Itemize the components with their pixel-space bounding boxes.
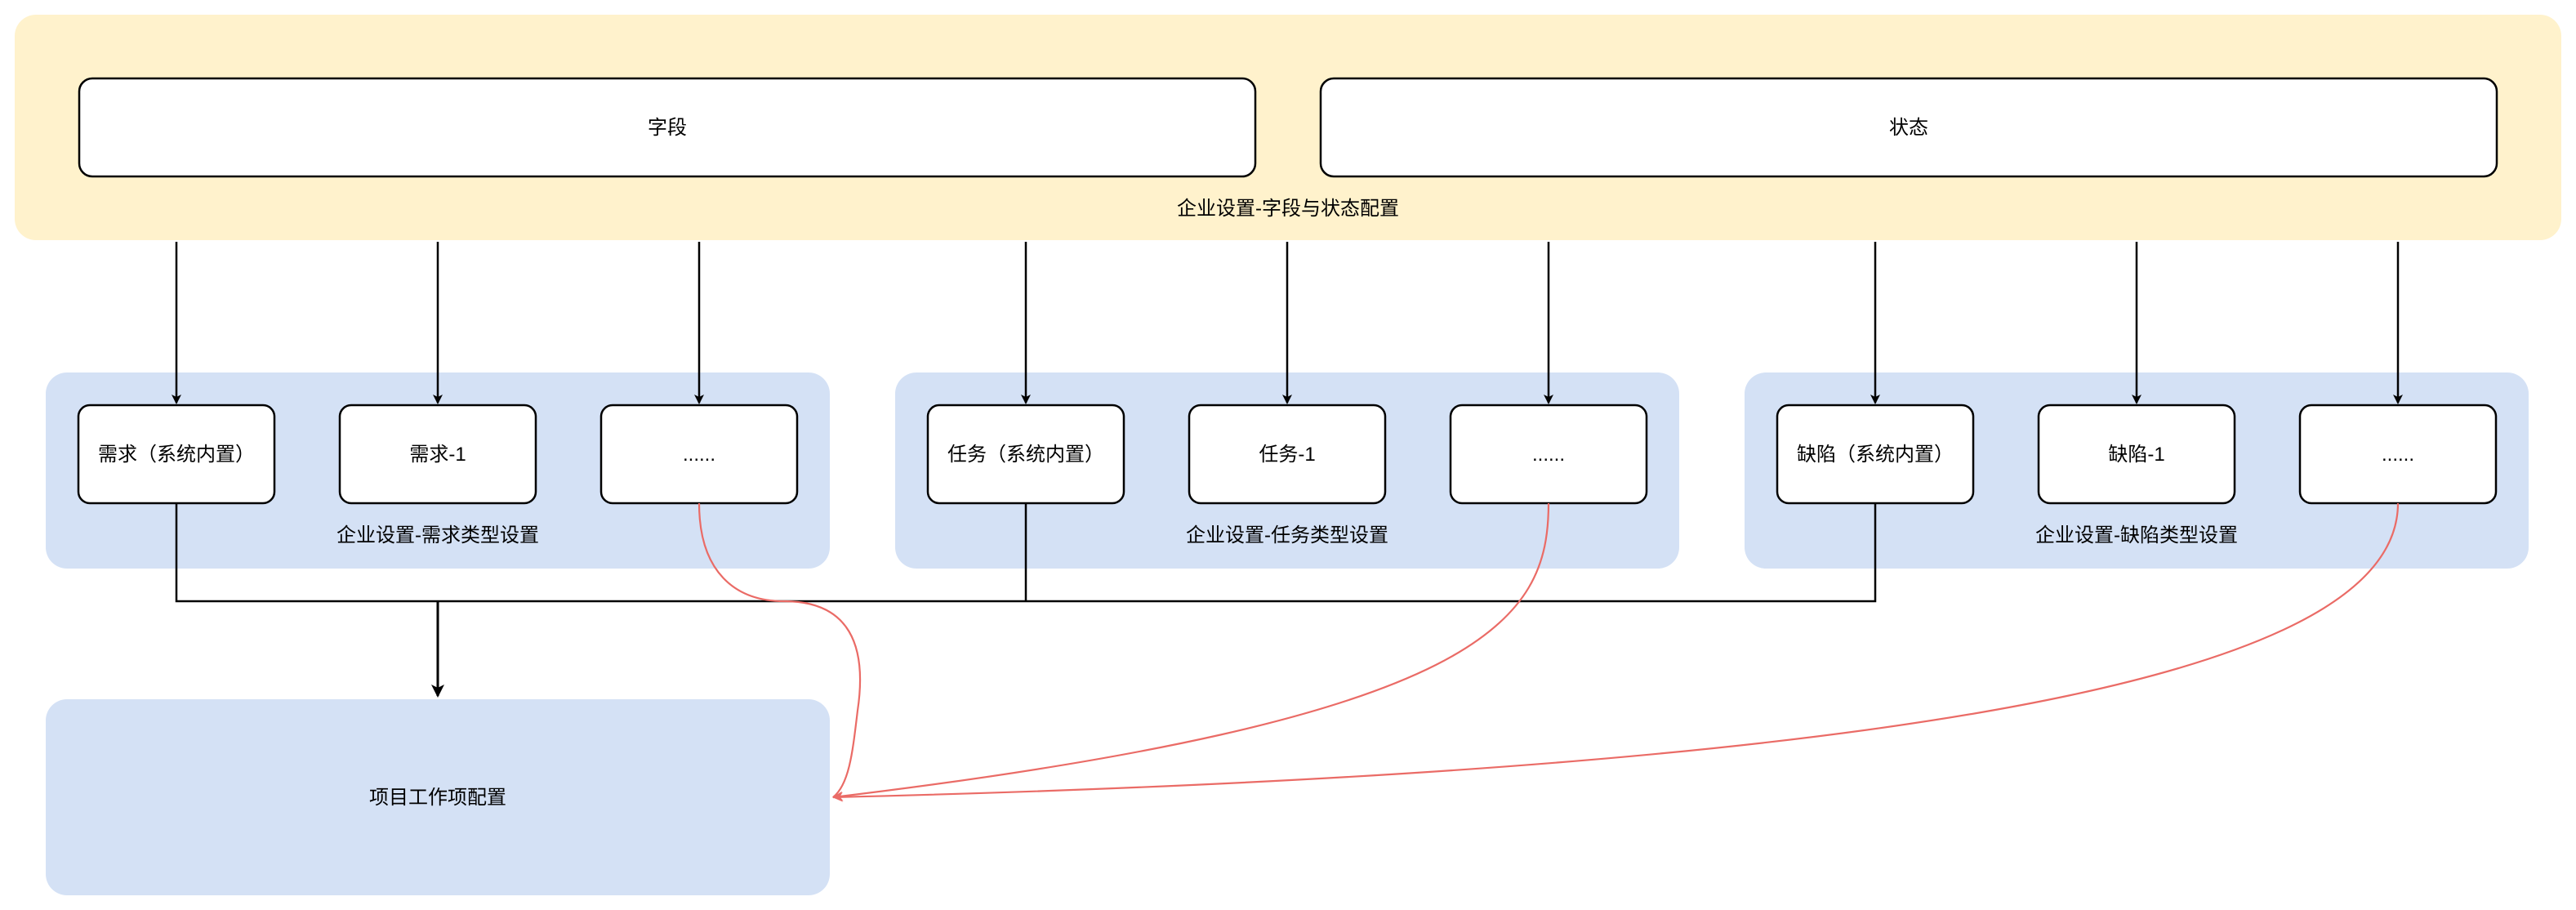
defect-more-to-project-link	[832, 502, 2400, 802]
custom-type-links	[697, 502, 2400, 802]
top-config-title: 企业设置-字段与状态配置	[1177, 198, 1399, 220]
builtin-merge-connectors	[175, 503, 1877, 698]
requirement-type-title: 企业设置-需求类型设置	[336, 524, 539, 546]
status-box[interactable]	[1319, 77, 2498, 178]
config-to-type-arrows	[172, 242, 2403, 404]
top-config-group: 字段 状态 企业设置-字段与状态配置	[15, 15, 2561, 240]
project-config-group: 项目工作项配置	[46, 699, 830, 895]
task-1-label: 任务-1	[1259, 444, 1315, 466]
requirement-more-label: ......	[683, 444, 715, 466]
task-builtin-label: 任务（系统内置）	[947, 444, 1104, 466]
defect-more-label: ......	[2382, 444, 2414, 466]
requirement-type-group: 需求（系统内置） 需求-1 ...... 企业设置-需求类型设置	[46, 372, 830, 569]
top-config-background	[15, 15, 2561, 240]
task-1-node[interactable]	[1188, 404, 1387, 505]
task-type-group: 任务（系统内置） 任务-1 ...... 企业设置-任务类型设置	[895, 372, 1679, 569]
fields-box-label: 字段	[648, 117, 687, 139]
requirement-1-label: 需求-1	[409, 444, 466, 466]
defect-1-label: 缺陷-1	[2108, 444, 2164, 466]
status-box-label: 状态	[1889, 117, 1928, 139]
requirement-builtin-label: 需求（系统内置）	[98, 444, 255, 466]
task-more-to-project-link	[832, 502, 1550, 801]
requirement-1-node[interactable]	[338, 404, 537, 505]
requirement-more-to-project-link	[697, 502, 862, 798]
task-type-title: 企业设置-任务类型设置	[1186, 524, 1388, 546]
defect-type-group: 缺陷（系统内置） 缺陷-1 ...... 企业设置-缺陷类型设置	[1745, 372, 2529, 569]
defect-type-title: 企业设置-缺陷类型设置	[2035, 524, 2238, 546]
fields-box[interactable]	[78, 77, 1257, 178]
defect-builtin-label: 缺陷（系统内置）	[1797, 444, 1954, 466]
defect-1-node[interactable]	[2037, 404, 2236, 505]
project-config-box[interactable]	[46, 699, 830, 895]
project-config-label: 项目工作项配置	[369, 787, 506, 809]
task-more-label: ......	[1532, 444, 1565, 466]
